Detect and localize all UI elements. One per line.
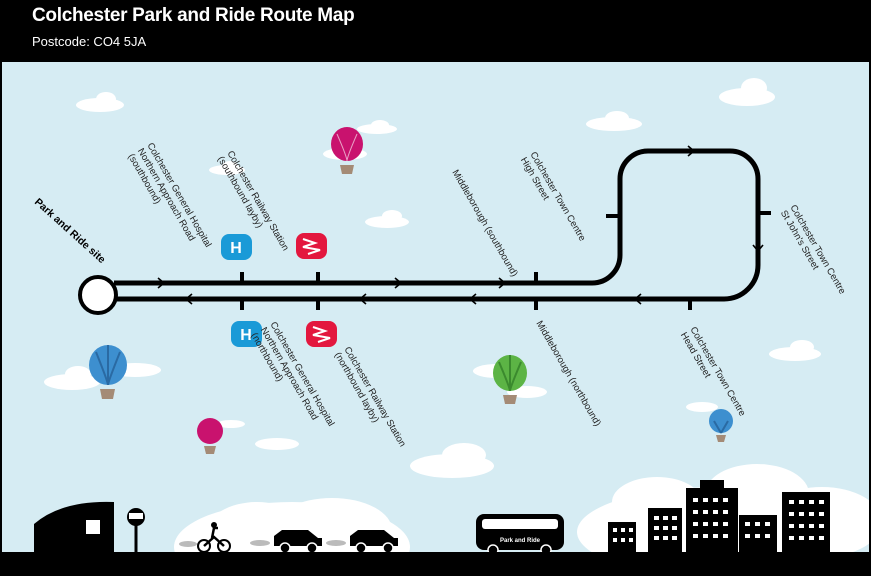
svg-text:H: H — [240, 327, 252, 344]
postcode: Postcode: CO4 5JA — [32, 34, 147, 49]
cloud — [76, 92, 124, 112]
cloud — [209, 161, 245, 175]
bus-icon: Park and Ride — [476, 514, 564, 552]
car-icon — [250, 530, 322, 552]
car-icon — [326, 530, 398, 552]
route-line — [114, 148, 761, 302]
rail-icon — [296, 233, 327, 259]
cloud — [217, 420, 245, 428]
balloon-icon — [89, 345, 127, 399]
cloud — [410, 443, 494, 478]
cloud — [365, 210, 409, 228]
cloud — [357, 120, 397, 134]
balloon-icon — [493, 355, 527, 404]
balloon-icon — [331, 127, 363, 174]
page-title: Colchester Park and Ride Route Map — [32, 5, 355, 26]
cloud — [719, 78, 775, 106]
direction-arrows — [157, 145, 764, 305]
footer-bar — [0, 552, 871, 576]
balloon-icon — [197, 418, 223, 454]
ground-scene: Park and Ride — [34, 480, 830, 552]
header: Colchester Park and Ride Route Map Postc… — [0, 0, 871, 62]
stop-markers — [240, 211, 771, 310]
bus-stop-icon — [127, 508, 145, 552]
cloud — [686, 402, 718, 412]
rail-icon — [306, 321, 337, 347]
balloon-icon — [709, 409, 733, 442]
cloud — [255, 438, 299, 450]
map-canvas: H H — [34, 78, 869, 552]
park-and-ride-site-marker — [78, 275, 118, 315]
hospital-icon: H — [221, 234, 252, 260]
cloud — [44, 366, 100, 390]
svg-text:Park and Ride: Park and Ride — [500, 538, 541, 544]
motorbike-icon — [179, 522, 231, 552]
svg-text:H: H — [230, 240, 242, 257]
route-map: H H — [2, 62, 869, 552]
clouds — [44, 78, 821, 478]
hospital-icon: H — [231, 321, 262, 347]
cloud — [586, 111, 642, 131]
cloud — [769, 340, 821, 361]
shelter-icon — [34, 501, 114, 552]
building-windows — [613, 498, 824, 542]
